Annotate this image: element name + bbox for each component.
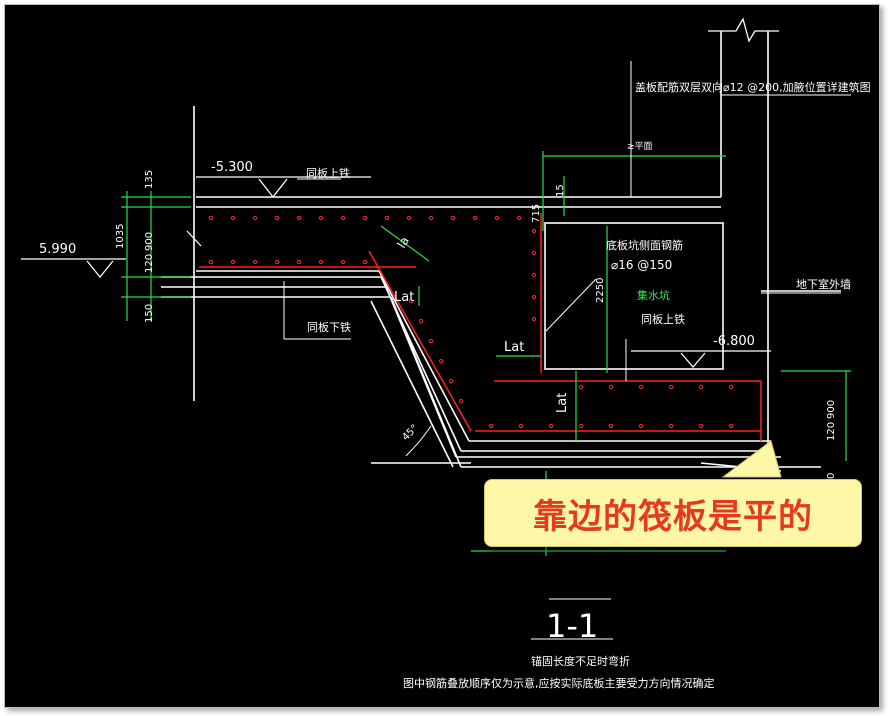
callout-text: 靠边的筏板是平的	[533, 496, 813, 537]
slab-bottom-rebar-label: 同板下铁	[307, 320, 351, 334]
la-diagonal-label: la	[394, 234, 411, 250]
elevation-2: 5.990	[39, 242, 76, 257]
elevation-3: -6.800	[713, 334, 755, 349]
drawing-labels: 盖板配筋双层双向⌀12 @200,加腋位置详建筑图 -5.300 同板上铁 5.…	[39, 80, 871, 690]
dim-1035: 1035	[115, 224, 126, 249]
dim-135: 135	[144, 170, 155, 189]
sump-label: 集水坑	[637, 288, 670, 302]
leader-lines	[283, 61, 851, 640]
dim-900: 900	[144, 232, 155, 251]
dimension-lines	[121, 151, 851, 556]
slab-top-rebar-label: 同板上铁	[306, 166, 350, 180]
dim-15: 15	[555, 184, 566, 197]
pit-side-rebar-label: 底板坑侧面钢筋	[606, 238, 683, 252]
pit-top-rebar-label: 同板上铁	[641, 312, 685, 326]
dim-120b: 120	[826, 422, 837, 441]
lat-label-1: Lat	[394, 290, 414, 305]
dim-0: 0	[826, 473, 837, 479]
dim-150: 150	[144, 304, 155, 323]
angle-label: 45°	[400, 423, 420, 443]
elevation-1: -5.300	[211, 160, 253, 175]
note-2: 图中钢筋叠放顺序仅为示意,应按实际底板主要受力方向情况确定	[403, 676, 715, 690]
rebar-dots	[208, 215, 734, 429]
callout-box: 靠边的筏板是平的	[484, 479, 862, 547]
slab-outline	[161, 17, 841, 472]
dimension-values: 135 1035 900 120 150 15 715 2250 120 900…	[115, 170, 837, 479]
dim-715: 715	[531, 204, 542, 223]
elevation-markers	[21, 176, 771, 368]
lat-label-2: Lat	[504, 340, 524, 355]
rebar-lines	[199, 213, 762, 441]
dim-120: 120	[144, 254, 155, 273]
cad-section-drawing: 盖板配筋双层双向⌀12 @200,加腋位置详建筑图 -5.300 同板上铁 5.…	[21, 17, 871, 690]
drawing-frame: 盖板配筋双层双向⌀12 @200,加腋位置详建筑图 -5.300 同板上铁 5.…	[4, 4, 880, 708]
dim-900b: 900	[826, 400, 837, 419]
callout-pointer	[721, 440, 782, 478]
top-note-label: 盖板配筋双层双向⌀12 @200,加腋位置详建筑图	[635, 80, 871, 94]
lat-label-3: Lat	[555, 393, 570, 413]
pit-side-rebar-spec: ⌀16 @150	[611, 258, 672, 272]
dim-top-label: ≥平面	[627, 141, 653, 152]
dim-2250: 2250	[595, 278, 606, 303]
exterior-wall-label: 地下室外墙	[796, 277, 851, 291]
note-1: 锚固长度不足时弯折	[531, 654, 630, 668]
section-title: 1-1	[546, 607, 598, 645]
